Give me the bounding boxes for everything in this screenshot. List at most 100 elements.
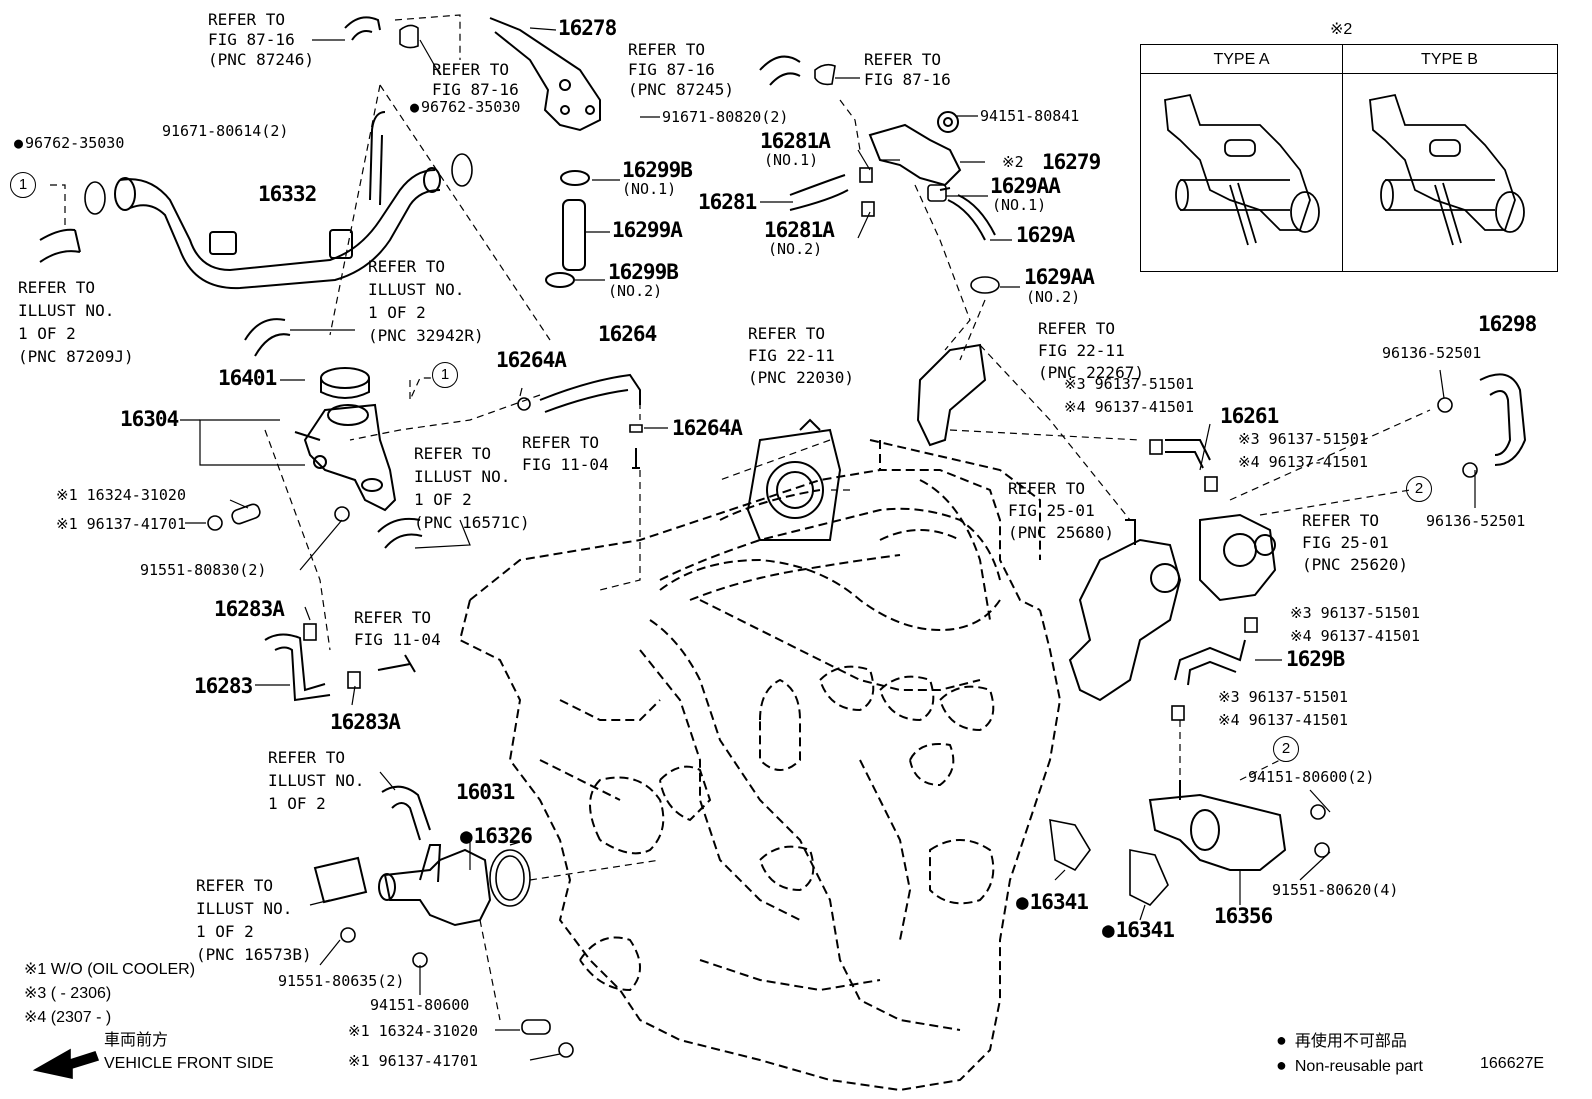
pn-s3-96137-51501-a: ※3 96137-51501	[1064, 375, 1194, 393]
pn-s4-96137-41501-d: ※4 96137-41501	[1218, 711, 1348, 729]
housing-16356	[1148, 780, 1287, 871]
label-16261: 16261	[1220, 404, 1279, 428]
pn-s4-96137-41501-b: ※4 96137-41501	[1238, 453, 1368, 471]
non-reusable-en: ●Non-reusable part	[1276, 1055, 1423, 1075]
note-s3: ※3 ( - 2306)	[24, 985, 112, 1002]
clamp-1629aa-1	[927, 184, 947, 202]
label-16279-mark: ※2	[1002, 153, 1024, 171]
hose-left	[39, 228, 81, 263]
bolt-91551-80635	[340, 927, 356, 943]
pn-96762-35030-a: 96762-35030	[14, 136, 124, 151]
hose-1629a	[939, 187, 996, 241]
type-a-illustration	[1164, 93, 1320, 246]
type-b-header: TYPE B	[1342, 45, 1557, 74]
clamp-16281a-1	[859, 167, 873, 183]
type-a-header: TYPE A	[1141, 45, 1342, 74]
direction-en: VEHICLE FRONT SIDE	[104, 1055, 274, 1072]
gasket-16341-a	[1049, 818, 1091, 872]
label-16283a-2: 16283A	[330, 710, 401, 734]
clamp-1629aa-2	[970, 276, 1000, 294]
hose-16283	[264, 633, 331, 702]
pn-96136-52501-b: 96136-52501	[1426, 512, 1526, 530]
label-16298: 16298	[1478, 312, 1537, 336]
o-ring-1	[84, 181, 106, 215]
engine-block	[458, 439, 1062, 1092]
type-divider	[1342, 45, 1343, 271]
hose-illust-1of2	[381, 785, 431, 841]
clamp-96137-41701-b	[558, 1042, 574, 1058]
nut-94151-80600	[412, 952, 428, 968]
label-16401: 16401	[218, 366, 277, 390]
clamp-top	[399, 24, 419, 49]
outlet-16279	[868, 111, 962, 187]
callout-1-mid: 1	[432, 362, 458, 388]
dashed-guides	[50, 14, 1431, 1021]
callout-2-right: 2	[1406, 476, 1432, 502]
throttle-body	[746, 418, 842, 541]
label-16279: 16279	[1042, 150, 1101, 174]
nut-94151-80600-2	[1310, 804, 1326, 820]
hose-top-right	[759, 55, 801, 86]
label-16278: 16278	[558, 16, 617, 40]
hose-16261	[1165, 439, 1211, 469]
label-1629aa-1-no: (NO.1)	[992, 196, 1047, 214]
type-b-illustration	[1369, 93, 1525, 246]
hose-16299	[545, 170, 590, 288]
front-arrow-icon	[32, 1048, 100, 1079]
note-s4: ※4 (2307 - )	[24, 1009, 112, 1026]
hose-1629b	[1174, 639, 1246, 686]
bolt-91551-80620	[1314, 842, 1330, 858]
clamp-16264a-2	[629, 424, 643, 433]
clamp-16283a-2	[347, 671, 361, 689]
label-16326: 16326	[460, 826, 533, 847]
figure-code: 166627E	[1480, 1055, 1545, 1072]
label-16304: 16304	[120, 407, 179, 431]
pn-94151-80841: 94151-80841	[980, 107, 1080, 125]
hose-32942r	[244, 318, 291, 357]
label-16281a-2-no: (NO.2)	[768, 240, 823, 258]
pn-91551-80830: 91551-80830(2)	[140, 561, 267, 579]
hose-16281	[789, 174, 849, 211]
label-16299b-2: 16299B	[608, 260, 679, 284]
pn-91551-80620: 91551-80620(4)	[1272, 881, 1399, 899]
label-16264a-1: 16264A	[496, 348, 567, 372]
hose-16298	[1479, 373, 1527, 466]
note-s1: ※1 W/O (OIL COOLER)	[24, 961, 196, 978]
pn-s1-16324-31020-b: ※1 16324-31020	[348, 1022, 478, 1040]
legend-mark: ※2	[1330, 21, 1353, 38]
clamp-16281a-2	[861, 201, 875, 217]
label-16281a-2: 16281A	[764, 218, 835, 242]
label-16264: 16264	[598, 322, 657, 346]
clamp-16283a-1	[303, 623, 317, 641]
pn-91671-80614: 91671-80614(2)	[162, 122, 289, 140]
label-16264a-2: 16264A	[672, 416, 743, 440]
pn-s1-96137-41701-b: ※1 96137-41701	[348, 1052, 478, 1070]
pn-94151-80600: 94151-80600	[370, 996, 470, 1014]
pn-91671-80820: 91671-80820(2)	[662, 108, 789, 126]
clamp-96137-41701	[207, 515, 223, 531]
egr-valve-25620	[1199, 513, 1277, 602]
bracket-22267	[916, 343, 987, 447]
pn-96136-52501-a: 96136-52501	[1382, 344, 1482, 362]
pn-s3-96137-51501-b: ※3 96137-51501	[1238, 430, 1368, 448]
clamp-16264a-1	[517, 397, 531, 411]
o-ring-2	[451, 153, 473, 187]
bolt-91551-80830	[334, 506, 350, 522]
pipe-16332	[114, 111, 441, 290]
label-16341-a: 16341	[1016, 892, 1089, 913]
hose-16571c	[377, 517, 423, 549]
label-1629aa-2: 1629AA	[1024, 265, 1095, 289]
egr-cooler-25680	[1068, 519, 1182, 702]
